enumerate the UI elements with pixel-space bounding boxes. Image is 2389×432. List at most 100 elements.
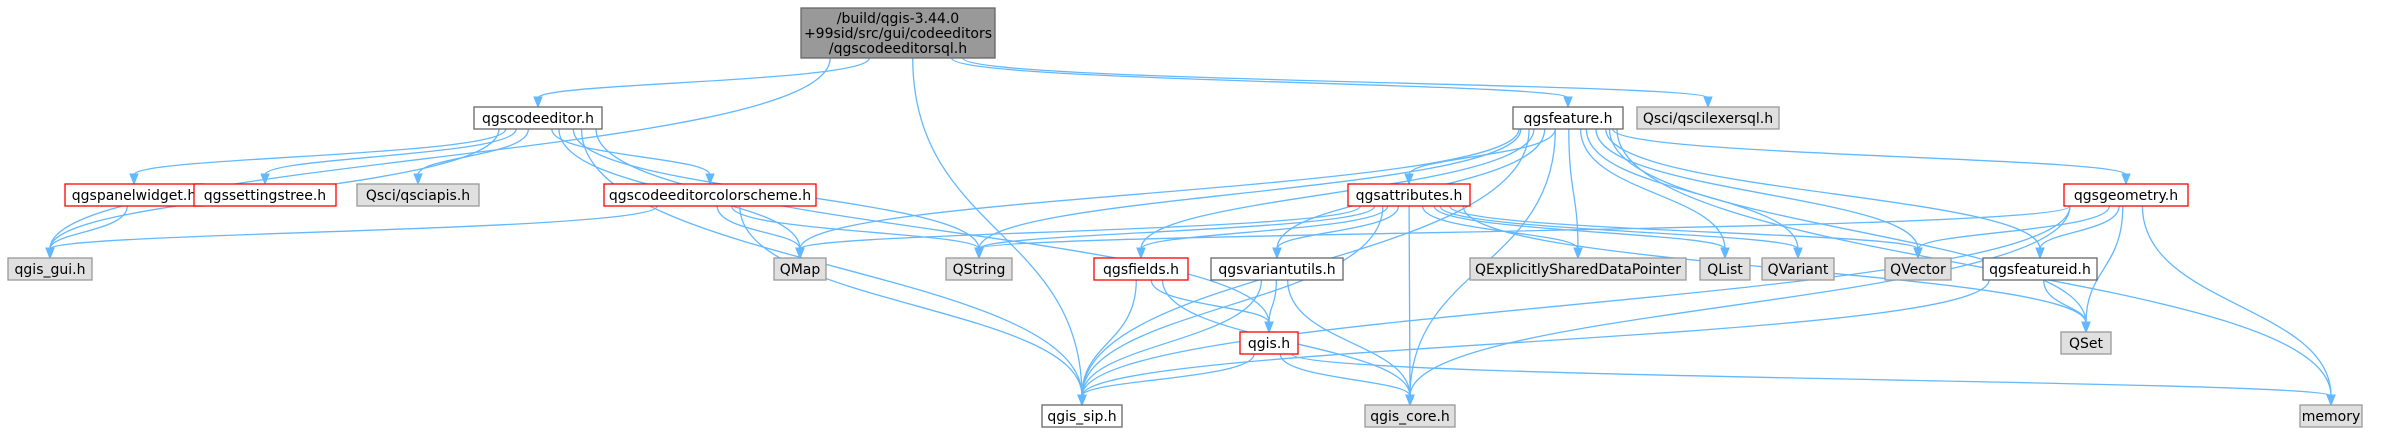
node-qgsfeature[interactable]: qgsfeature.h — [1512, 106, 1624, 130]
node-colorscheme[interactable]: qgscodeeditorcolorscheme.h — [603, 183, 817, 207]
edge-qgsgeometry-to-qgsfeatureid — [2035, 205, 2120, 260]
node-box — [1210, 257, 1344, 281]
edge-line — [1286, 279, 1411, 397]
node-label: qgis_gui.h — [15, 262, 86, 278]
edge-qgsfeature-to-qgsattributes — [1404, 128, 1556, 186]
edge-line — [1291, 353, 2332, 397]
edge-line — [1439, 205, 1799, 250]
edge-line — [978, 205, 1376, 250]
node-qgssettingstree[interactable]: qgssettingstree.h — [193, 183, 337, 207]
edge-qgsattributes-to-qvariant — [1439, 205, 1803, 260]
edge-line — [1268, 279, 1278, 324]
node-box — [773, 257, 827, 281]
node-box — [1041, 404, 1123, 428]
edge-arrowhead — [1272, 247, 1282, 260]
edge-line — [1408, 128, 1556, 176]
node-qgsattributes[interactable]: qgsattributes.h — [1347, 183, 1471, 207]
edge-qgsattributes-to-qgis_core — [1405, 205, 1415, 407]
node-label: QExplicitlySharedDataPointer — [1475, 262, 1681, 278]
node-label: qgsfeature.h — [1524, 111, 1613, 127]
node-qlist: QList — [1699, 257, 1751, 281]
edge-line — [978, 128, 1522, 250]
edge-arrowhead — [795, 247, 805, 260]
edge-line — [2141, 205, 2332, 397]
node-qgis_h[interactable]: qgis.h — [1239, 331, 1299, 355]
edge-colorscheme-to-qstring — [730, 205, 984, 260]
node-box — [1512, 106, 1624, 130]
edge-line — [912, 57, 1083, 397]
node-qgsvariantutils[interactable]: qgsvariantutils.h — [1210, 257, 1344, 281]
edge-qgsfeatureid-to-qgis_sip — [1077, 279, 1990, 407]
node-box — [603, 183, 817, 207]
edge-arrowhead — [2121, 173, 2131, 186]
edge-line — [1276, 205, 1400, 250]
node-qgspanelwidget[interactable]: qgspanelwidget.h — [64, 183, 204, 207]
edge-qgsattributes-to-qgis_sip — [1077, 205, 1384, 407]
node-box — [1364, 404, 1456, 428]
edge-line — [49, 205, 658, 250]
node-label: qgsvariantutils.h — [1218, 262, 1335, 278]
node-box — [2063, 183, 2189, 207]
node-memory: memory — [2299, 404, 2363, 428]
node-qgsfields[interactable]: qgsfields.h — [1093, 257, 1189, 281]
edge-line — [1568, 128, 1579, 250]
node-qgscodeeditor[interactable]: qgscodeeditor.h — [473, 106, 603, 130]
node-box — [2299, 404, 2363, 428]
edge-line — [1081, 279, 1990, 397]
node-qexplicit: QExplicitlySharedDataPointer — [1469, 257, 1687, 281]
edge-arrowhead — [1703, 96, 1713, 109]
edge-arrowhead — [1563, 96, 1573, 109]
node-qscilexersql: Qsci/qscilexersql.h — [1636, 106, 1780, 130]
edge-root-to-qscilexersql — [962, 57, 1713, 109]
node-qvector: QVector — [1884, 257, 1952, 281]
node-qvariant: QVariant — [1761, 257, 1835, 281]
edge-arrowhead — [1573, 247, 1583, 260]
edge-qgscodeeditor-to-qgssettingstree — [260, 128, 517, 186]
edge-line — [1081, 279, 1137, 397]
edge-line — [950, 57, 1569, 99]
node-label: qgis_core.h — [1370, 409, 1450, 425]
node-box — [1699, 257, 1751, 281]
node-box — [1761, 257, 1835, 281]
nodes-layer: /build/qgis-3.44.0+99sid/src/gui/codeedi… — [7, 7, 2363, 428]
edge-arrowhead — [974, 247, 984, 260]
node-label: /build/qgis-3.44.0 — [837, 11, 959, 27]
node-box — [1982, 257, 2098, 281]
node-root[interactable]: /build/qgis-3.44.0+99sid/src/gui/codeedi… — [800, 7, 996, 59]
edge-line — [1409, 205, 2071, 397]
edge-line — [2085, 205, 2124, 324]
node-box — [1239, 331, 1299, 355]
edge-arrowhead — [45, 247, 55, 260]
edge-colorscheme-to-qgis_gui — [45, 205, 658, 260]
edge-line — [799, 128, 1520, 250]
node-label: qgsattributes.h — [1356, 188, 1463, 204]
edge-arrowhead — [129, 173, 139, 186]
edge-qgsfeature-to-qgsfields — [1136, 128, 1535, 260]
edge-qgsvariantutils-to-qgis_h — [1264, 279, 1278, 334]
edge-arrowhead — [533, 96, 543, 109]
edge-line — [1279, 353, 1411, 397]
node-qgsgeometry[interactable]: qgsgeometry.h — [2063, 183, 2189, 207]
edge-line — [739, 205, 1083, 397]
node-label: qgis.h — [1248, 336, 1290, 352]
edge-qgsfields-to-qgis_h — [1150, 279, 1274, 334]
edge-line — [1081, 279, 1263, 397]
edge-qgsattributes-to-qgsvariantutils — [1272, 205, 1400, 260]
edge-line — [1595, 128, 1919, 250]
edge-line — [1611, 128, 2127, 176]
edge-root-to-qgsfeature — [950, 57, 1573, 109]
edge-line — [49, 205, 128, 250]
node-label: +99sid/src/gui/codeeditors — [804, 26, 992, 42]
node-box — [800, 7, 996, 59]
edge-line — [1579, 128, 1726, 250]
node-label: qgscodeeditor.h — [482, 111, 594, 127]
node-box — [945, 257, 1013, 281]
node-box — [1093, 257, 1189, 281]
edge-arrowhead — [1405, 394, 1415, 407]
edge-qgis_h-to-qgis_sip — [1077, 353, 1255, 407]
node-qgis_sip[interactable]: qgis_sip.h — [1041, 404, 1123, 428]
node-label: QVariant — [1768, 262, 1829, 278]
edge-arrowhead — [260, 173, 270, 186]
node-qgsfeatureid[interactable]: qgsfeatureid.h — [1982, 257, 2098, 281]
edge-line — [595, 128, 1270, 324]
